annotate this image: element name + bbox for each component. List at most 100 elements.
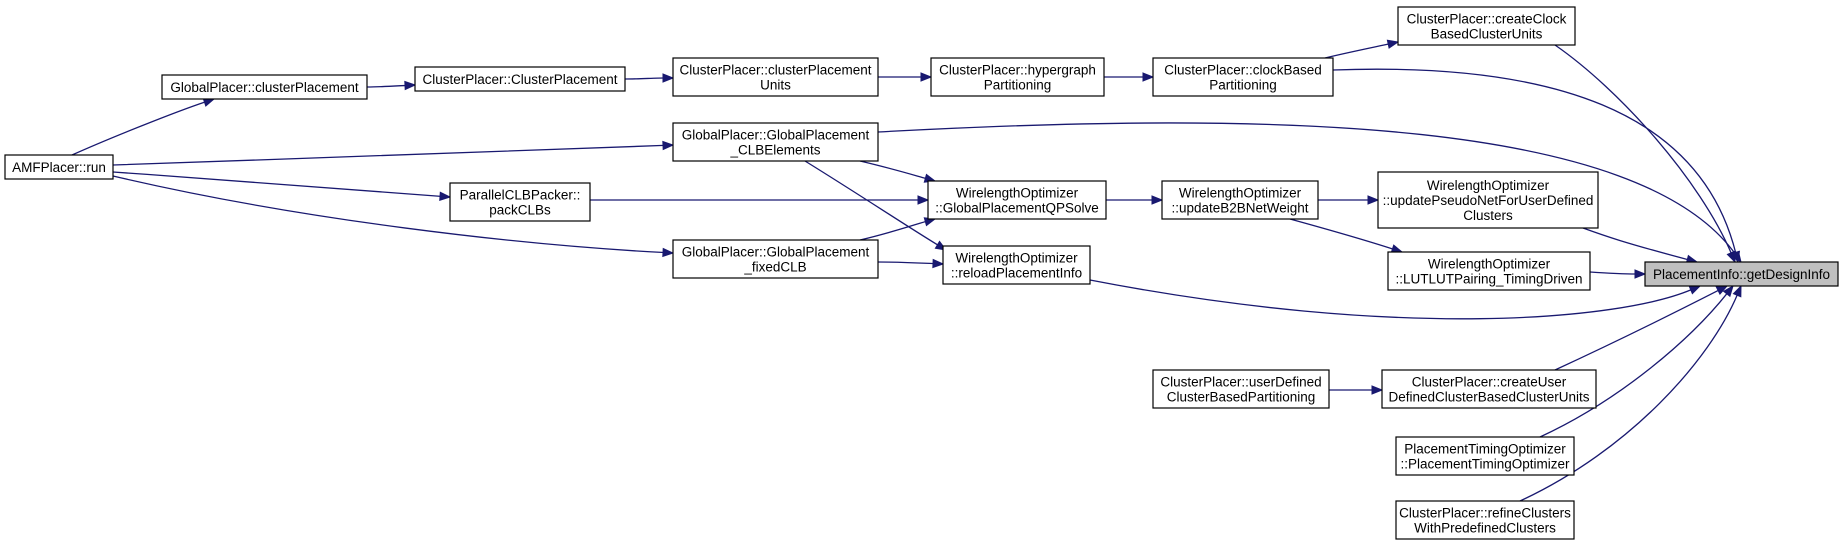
- edge-line: [366, 84, 407, 88]
- node-label-line: _fixedCLB: [743, 260, 806, 275]
- edge-amf_run-to-pclb_packclbs: [112, 171, 452, 201]
- node-box: [1387, 251, 1591, 291]
- node-label-line: Units: [760, 78, 791, 93]
- edge-arrowhead: [1142, 72, 1155, 82]
- edge-gp_fixedclb-to-wo_qpsolve: [859, 217, 937, 241]
- edge-amf_run-to-gp_clbelements: [112, 140, 675, 166]
- edge-wo_updateb2b-to-wo_updatepseudo: [1318, 195, 1380, 205]
- node-label-line: GlobalPlacer::GlobalPlacement: [682, 245, 870, 260]
- edge-arrowhead: [1367, 195, 1380, 205]
- node-box: [414, 66, 626, 92]
- node-gp-fixedclb[interactable]: GlobalPlacer::GlobalPlacement_fixedCLB: [672, 239, 879, 279]
- node-label-line: ::LUTLUTPairing_TimingDriven: [1395, 272, 1582, 287]
- edge-gp_fixedclb-to-wo_reload: [877, 258, 945, 269]
- node-wo-lutlut[interactable]: WirelengthOptimizer::LUTLUTPairing_Timin…: [1387, 251, 1591, 291]
- edge-gp_clbelements-to-pi_getdesigninfo: [877, 122, 1742, 264]
- node-cp-createuser[interactable]: ClusterPlacer::createUserDefinedClusterB…: [1381, 369, 1597, 409]
- edge-cp_refine-to-pi_getdesigninfo: [1519, 284, 1742, 502]
- edge-arrowhead: [920, 72, 933, 82]
- node-box: [942, 245, 1091, 285]
- node-wo-qpsolve[interactable]: WirelengthOptimizer::GlobalPlacementQPSo…: [927, 180, 1107, 220]
- edge-cp_clusterplacement-to-cp_clusterplacementunits: [624, 73, 675, 83]
- node-label-line: Clusters: [1463, 208, 1513, 223]
- node-cp-createclock[interactable]: ClusterPlacer::createClockBasedClusterUn…: [1397, 6, 1576, 46]
- edge-arrowhead: [1151, 195, 1164, 205]
- edge-arrowhead: [1386, 39, 1400, 49]
- node-label-line: WirelengthOptimizer: [1427, 178, 1550, 193]
- node-label-line: DefinedClusterBasedClusterUnits: [1388, 390, 1589, 405]
- node-label-line: GlobalPlacer::clusterPlacement: [170, 80, 359, 95]
- edge-wo_qpsolve-to-wo_updateb2b: [1106, 195, 1164, 205]
- edge-line: [1554, 44, 1733, 254]
- edge-arrowhead: [1371, 385, 1384, 395]
- node-label-line: ParallelCLBPacker::: [460, 188, 581, 203]
- node-box: [1395, 436, 1575, 476]
- node-label-line: ClusterBasedPartitioning: [1167, 390, 1316, 405]
- edge-line: [1582, 227, 1689, 261]
- node-cp-refine[interactable]: ClusterPlacer::refineClustersWithPredefi…: [1395, 500, 1575, 540]
- node-pclb-packclbs[interactable]: ParallelCLBPacker::packCLBs: [449, 182, 591, 222]
- edge-gp_clbelements-to-wo_qpsolve: [859, 160, 937, 183]
- edge-arrowhead: [662, 73, 675, 83]
- node-label-line: ClusterPlacer::clockBased: [1164, 63, 1322, 78]
- node-label-line: WirelengthOptimizer: [956, 186, 1079, 201]
- node-gp-clusterplacement[interactable]: GlobalPlacer::clusterPlacement: [161, 74, 368, 100]
- edge-amf_run-to-gp_fixedclb: [112, 175, 675, 258]
- edge-arrowhead: [1634, 269, 1647, 279]
- node-label-line: ::updatePseudoNetForUserDefined: [1383, 193, 1594, 208]
- node-amf-run[interactable]: AMFPlacer::run: [4, 154, 114, 180]
- edge-arrowhead: [1722, 284, 1734, 298]
- edge-cp_clusterplacementunits-to-cp_hypergraph: [877, 72, 933, 82]
- edge-cp_clockbased-to-cp_createclock: [1324, 39, 1400, 59]
- edge-line: [1332, 68, 1737, 254]
- edge-line: [112, 171, 442, 198]
- node-box: [1644, 261, 1839, 287]
- node-wo-updateb2b[interactable]: WirelengthOptimizer::updateB2BNetWeight: [1161, 180, 1319, 220]
- edge-line: [1519, 294, 1739, 502]
- edge-arrowhead: [662, 247, 675, 258]
- node-box: [672, 122, 879, 162]
- edge-arrowhead: [662, 140, 675, 151]
- node-label-line: ::updateB2BNetWeight: [1171, 201, 1308, 216]
- node-cp-clusterplacement[interactable]: ClusterPlacer::ClusterPlacement: [414, 66, 626, 92]
- node-label-line: ClusterPlacer::refineClusters: [1399, 506, 1571, 521]
- node-label-line: _CLBElements: [729, 143, 820, 158]
- edge-line: [1324, 43, 1390, 59]
- node-wo-updatepseudo[interactable]: WirelengthOptimizer::updatePseudoNetForU…: [1377, 171, 1599, 229]
- node-pto-ctor[interactable]: PlacementTimingOptimizer::PlacementTimin…: [1395, 436, 1575, 476]
- edge-cp_userdefined-to-cp_createuser: [1329, 385, 1384, 395]
- edge-arrowhead: [917, 195, 930, 205]
- node-label-line: WirelengthOptimizer: [1428, 257, 1551, 272]
- node-pi-getdesigninfo[interactable]: PlacementInfo::getDesignInfo: [1644, 261, 1839, 287]
- edge-arrowhead: [932, 258, 945, 269]
- edge-line: [1589, 271, 1637, 275]
- node-box: [1381, 369, 1597, 409]
- node-label-line: ::GlobalPlacementQPSolve: [935, 201, 1099, 216]
- edges-layer: [71, 39, 1742, 502]
- edge-wo_updatepseudo-to-pi_getdesigninfo: [1582, 227, 1699, 264]
- edge-cp_hypergraph-to-cp_clockbased: [1103, 72, 1155, 82]
- node-label-line: PlacementInfo::getDesignInfo: [1653, 267, 1830, 282]
- node-box: [4, 154, 114, 180]
- node-label-line: ClusterPlacer::ClusterPlacement: [422, 72, 617, 87]
- edge-cp_createclock-to-pi_getdesigninfo: [1554, 44, 1736, 264]
- edge-line: [859, 160, 927, 180]
- node-label-line: ClusterPlacer::hypergraph: [939, 63, 1096, 78]
- node-cp-userdefined[interactable]: ClusterPlacer::userDefinedClusterBasedPa…: [1152, 369, 1330, 409]
- node-box: [672, 57, 879, 97]
- node-label-line: Partitioning: [984, 78, 1052, 93]
- edge-arrowhead: [1688, 285, 1702, 295]
- edge-pto_ctor-to-pi_getdesigninfo: [1539, 284, 1734, 438]
- node-label-line: GlobalPlacer::GlobalPlacement: [682, 128, 870, 143]
- nodes-layer: AMFPlacer::run GlobalPlacer::clusterPlace…: [4, 6, 1839, 540]
- node-gp-clbelements[interactable]: GlobalPlacer::GlobalPlacement_CLBElement…: [672, 122, 879, 162]
- node-box: [161, 74, 368, 100]
- node-wo-reload[interactable]: WirelengthOptimizer::reloadPlacementInfo: [942, 245, 1091, 285]
- node-box: [672, 239, 879, 279]
- edge-wo_lutlut-to-pi_getdesigninfo: [1589, 269, 1647, 279]
- node-box: [1152, 57, 1334, 97]
